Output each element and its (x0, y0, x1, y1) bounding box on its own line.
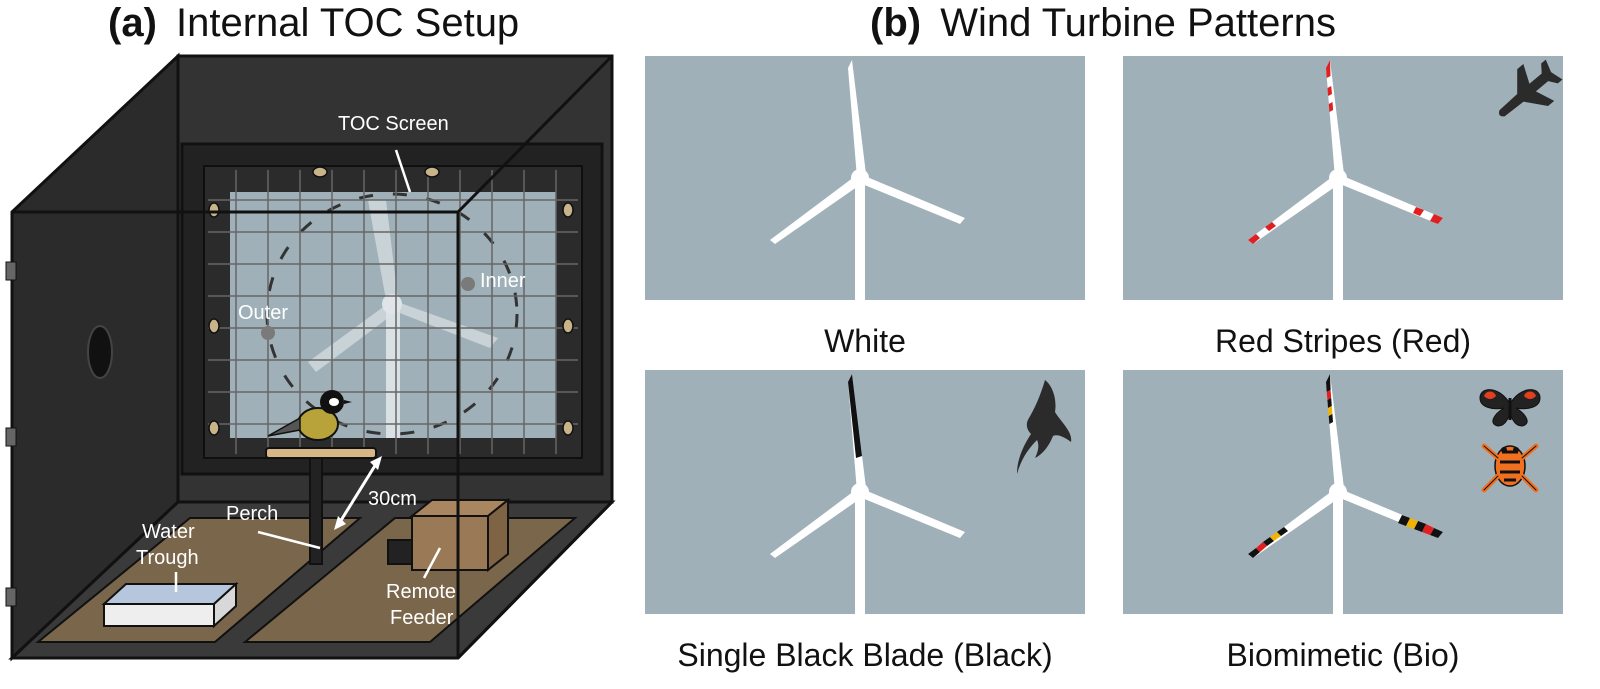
mount-pegs (208, 166, 574, 436)
pattern-black (645, 370, 1085, 682)
label-water-trough-1: Water (142, 521, 195, 543)
frog-icon (1481, 443, 1539, 493)
panel-b-title: (b) Wind Turbine Patterns (870, 1, 1336, 45)
label-remote-feeder-1: Remote (386, 581, 456, 603)
pattern-bio (1123, 370, 1563, 682)
pattern-white (645, 56, 1085, 368)
dashed-orbit (265, 192, 519, 436)
butterfly-icon (1479, 389, 1541, 427)
label-outer: Outer (238, 302, 288, 324)
hinge-1 (5, 261, 17, 281)
inner-marker (461, 277, 475, 291)
panel-a-title: (a) Internal TOC Setup (108, 1, 519, 45)
panel-a-tag: (a) (108, 1, 157, 45)
caption-bio: Biomimetic (Bio) (1227, 637, 1460, 673)
hinge-3 (5, 587, 17, 607)
perch-bar (265, 447, 377, 459)
outer-marker (261, 326, 275, 340)
pattern-red (1123, 56, 1563, 368)
caption-white: White (824, 323, 906, 359)
door-port (87, 325, 113, 379)
label-remote-feeder-2: Feeder (390, 607, 454, 629)
label-toc-screen: TOC Screen (338, 113, 449, 135)
label-inner: Inner (480, 270, 526, 292)
label-perch: Perch (226, 503, 278, 525)
water-trough (103, 603, 215, 627)
caption-red: Red Stripes (Red) (1215, 323, 1471, 359)
remote-feeder (411, 515, 489, 571)
panel-b-title-text: Wind Turbine Patterns (940, 1, 1336, 45)
perch-post (309, 457, 323, 565)
toc-chamber (5, 52, 616, 662)
panel-a-title-text: Internal TOC Setup (176, 1, 519, 45)
bird-icon (267, 390, 352, 441)
caption-black: Single Black Blade (Black) (677, 637, 1052, 673)
airplane-icon (1499, 59, 1563, 117)
panel-b-tag: (b) (870, 1, 921, 45)
label-water-trough-2: Trough (136, 547, 199, 569)
mesh-grid (208, 170, 578, 454)
feeder-tray (387, 539, 413, 565)
eagle-icon (1017, 380, 1072, 474)
hinge-2 (5, 427, 17, 447)
label-distance: 30cm (368, 488, 417, 510)
